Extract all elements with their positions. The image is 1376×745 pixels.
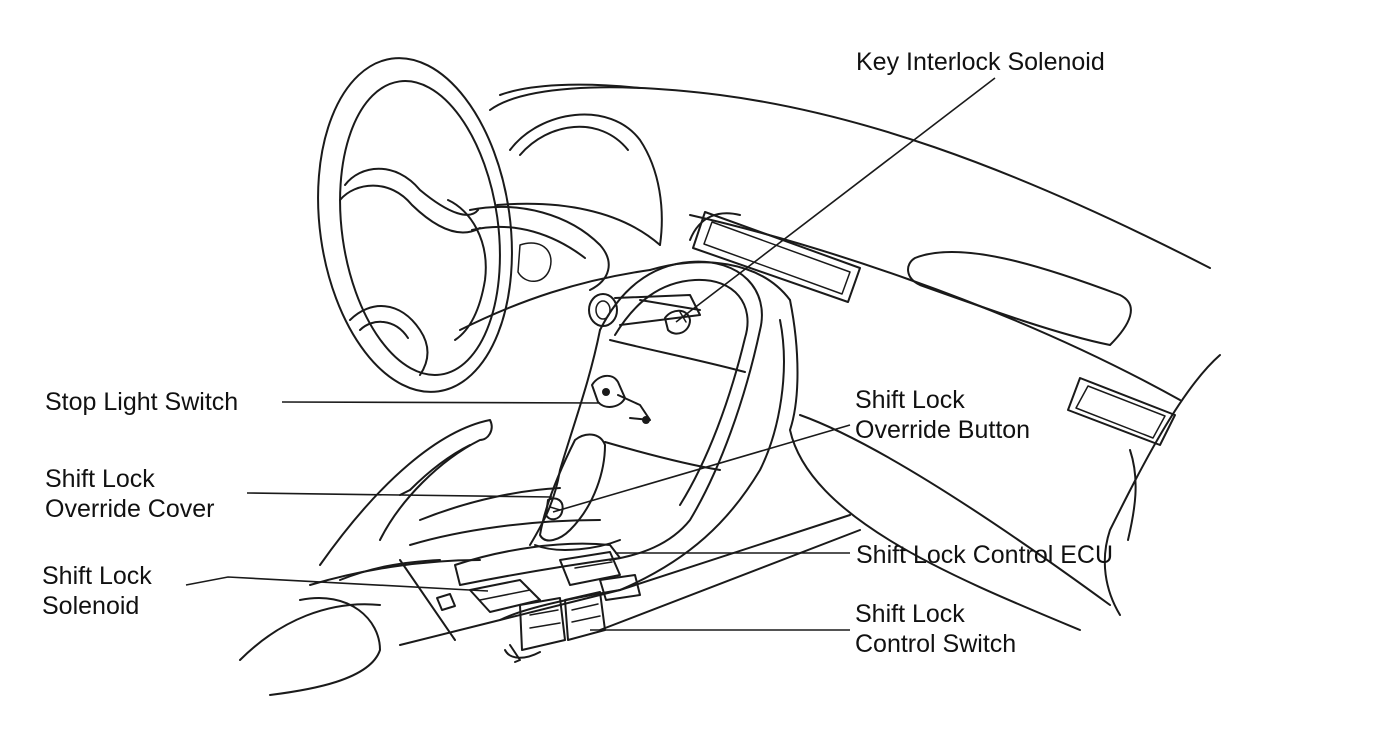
stop-light-switch-part	[591, 374, 651, 424]
center-console	[239, 260, 861, 696]
leader-lines	[185, 77, 996, 631]
label-shift-lock-control-switch-line1: Shift Lock	[855, 600, 965, 628]
callout-labels: Key Interlock Solenoid Stop Light Switch…	[42, 48, 1113, 658]
label-shift-lock-override-button-line1: Shift Lock	[855, 386, 965, 414]
leader-key-interlock-solenoid	[675, 77, 996, 323]
label-stop-light-switch: Stop Light Switch	[45, 388, 238, 416]
shift-lock-control-ecu-part	[559, 551, 641, 601]
shift-lock-solenoid-part	[436, 579, 541, 613]
label-shift-lock-override-cover-line1: Shift Lock	[45, 465, 155, 493]
label-shift-lock-solenoid-line2: Solenoid	[42, 592, 139, 620]
label-key-interlock-solenoid: Key Interlock Solenoid	[856, 48, 1105, 76]
leader-stop-light-switch	[281, 401, 601, 404]
label-shift-lock-control-ecu: Shift Lock Control ECU	[856, 541, 1113, 569]
leader-shift-lock-solenoid	[185, 576, 489, 592]
dashboard-outline	[459, 83, 1221, 631]
key-interlock-solenoid-part	[588, 293, 701, 335]
label-shift-lock-control-switch-line2: Control Switch	[855, 630, 1016, 658]
leader-shift-lock-override-button	[552, 424, 851, 513]
label-shift-lock-override-button-line2: Override Button	[855, 416, 1030, 444]
steering-wheel	[317, 57, 610, 393]
label-shift-lock-override-cover-line2: Override Cover	[45, 495, 215, 523]
leader-shift-lock-override-cover	[246, 492, 553, 498]
label-shift-lock-solenoid-line1: Shift Lock	[42, 562, 152, 590]
